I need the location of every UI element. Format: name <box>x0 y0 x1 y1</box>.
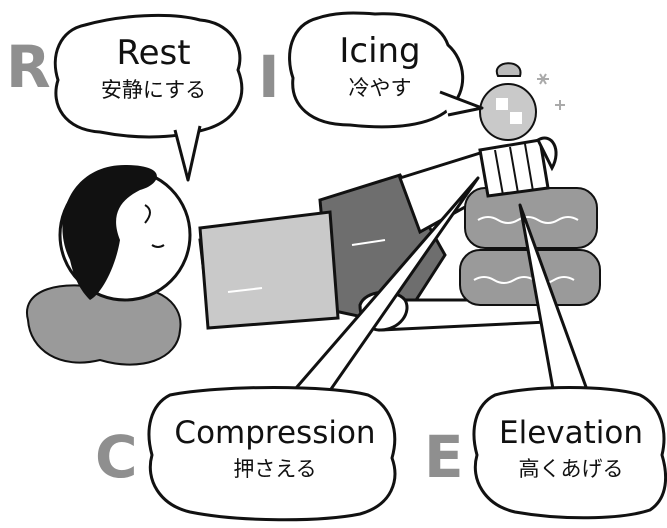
letter-c: C <box>95 423 138 491</box>
letter-r: R <box>6 33 51 101</box>
icing-bubble <box>288 11 465 129</box>
letter-e: E <box>424 423 464 491</box>
compression-title: Compression <box>174 415 376 451</box>
elevation-bubble <box>472 386 667 520</box>
rest-bubble <box>53 13 244 139</box>
hair <box>62 165 157 300</box>
compression-label: Compression 押さえる <box>155 418 395 480</box>
icing-title: Icing <box>339 31 421 71</box>
icing-label: Icing 冷やす <box>300 34 460 99</box>
rest-label: Rest 安静にする <box>66 36 241 101</box>
elevation-label: Elevation 高くあげる <box>478 418 664 480</box>
rest-title: Rest <box>116 33 191 73</box>
ice-bag <box>479 62 565 141</box>
letter-i: I <box>258 43 280 111</box>
compression-subtitle: 押さえる <box>233 457 317 481</box>
elevation-title: Elevation <box>499 415 643 451</box>
shirt <box>198 210 340 330</box>
elevation-subtitle: 高くあげる <box>518 457 624 481</box>
compression-bubble <box>147 386 397 522</box>
pillow <box>25 284 182 366</box>
rest-subtitle: 安静にする <box>100 78 207 102</box>
icing-subtitle: 冷やす <box>348 76 412 100</box>
toe <box>536 136 558 172</box>
